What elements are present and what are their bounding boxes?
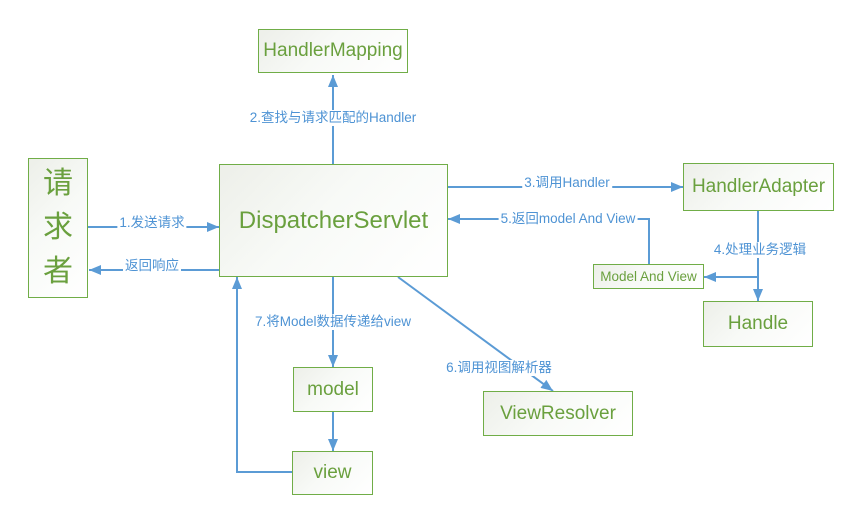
node-handler-adapter: HandlerAdapter	[683, 163, 834, 211]
edge-label-send-request: 1.发送请求	[117, 215, 187, 231]
node-model-and-view-label: Model And View	[600, 269, 697, 284]
edge-label-process-business-logic: 4.处理业务逻辑	[711, 242, 809, 258]
node-handler-adapter-label: HandlerAdapter	[691, 176, 826, 197]
node-model-label: model	[307, 378, 359, 400]
edge-label-find-handler: 2.查找与请求匹配的Handler	[247, 110, 419, 126]
node-requester: 请求者	[28, 158, 88, 298]
node-requester-label: 请求者	[43, 167, 73, 288]
edge-label-call-handler: 3.调用Handler	[522, 175, 612, 191]
edge-label-call-view-resolver: 6.调用视图解析器	[444, 360, 554, 376]
node-dispatcher-servlet: DispatcherServlet	[219, 164, 448, 277]
edge-label-return-response: 返回响应	[123, 258, 181, 274]
arrow-view-feedback	[232, 277, 292, 473]
edge-label-return-model-and-view: 5.返回model And View	[498, 211, 638, 227]
node-handle-label: Handle	[727, 313, 789, 334]
node-handler-mapping-label: HandlerMapping	[263, 40, 403, 61]
node-model: model	[293, 367, 373, 412]
node-model-and-view: Model And View	[593, 264, 704, 289]
node-view-label: view	[313, 462, 352, 483]
node-view-resolver-label: ViewResolver	[500, 402, 616, 424]
node-dispatcher-servlet-label: DispatcherServlet	[238, 206, 429, 234]
node-view-resolver: ViewResolver	[483, 391, 633, 436]
node-view: view	[292, 451, 373, 495]
edge-label-pass-model-to-view: 7.将Model数据传递给view	[252, 314, 414, 330]
node-handle: Handle	[703, 301, 813, 347]
node-handler-mapping: HandlerMapping	[258, 29, 408, 73]
